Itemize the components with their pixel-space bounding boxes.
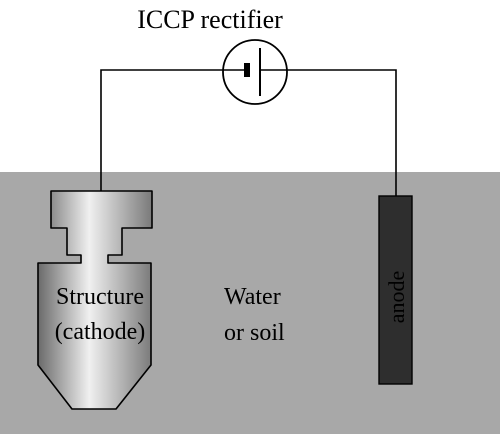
rectifier-icon (222, 39, 288, 105)
structure-label-line2: (cathode) (55, 319, 146, 345)
medium-label-line2: or soil (224, 320, 285, 346)
anode-label: anode (384, 271, 409, 324)
anode-rod (378, 195, 413, 385)
structure-label-line1: Structure (56, 284, 144, 310)
medium-label-line1: Water (224, 284, 281, 310)
circuit-wire (100, 69, 222, 196)
circuit-wire-right (288, 69, 397, 196)
diagram-title: ICCP rectifier (137, 5, 283, 34)
structure-cathode (37, 190, 153, 410)
